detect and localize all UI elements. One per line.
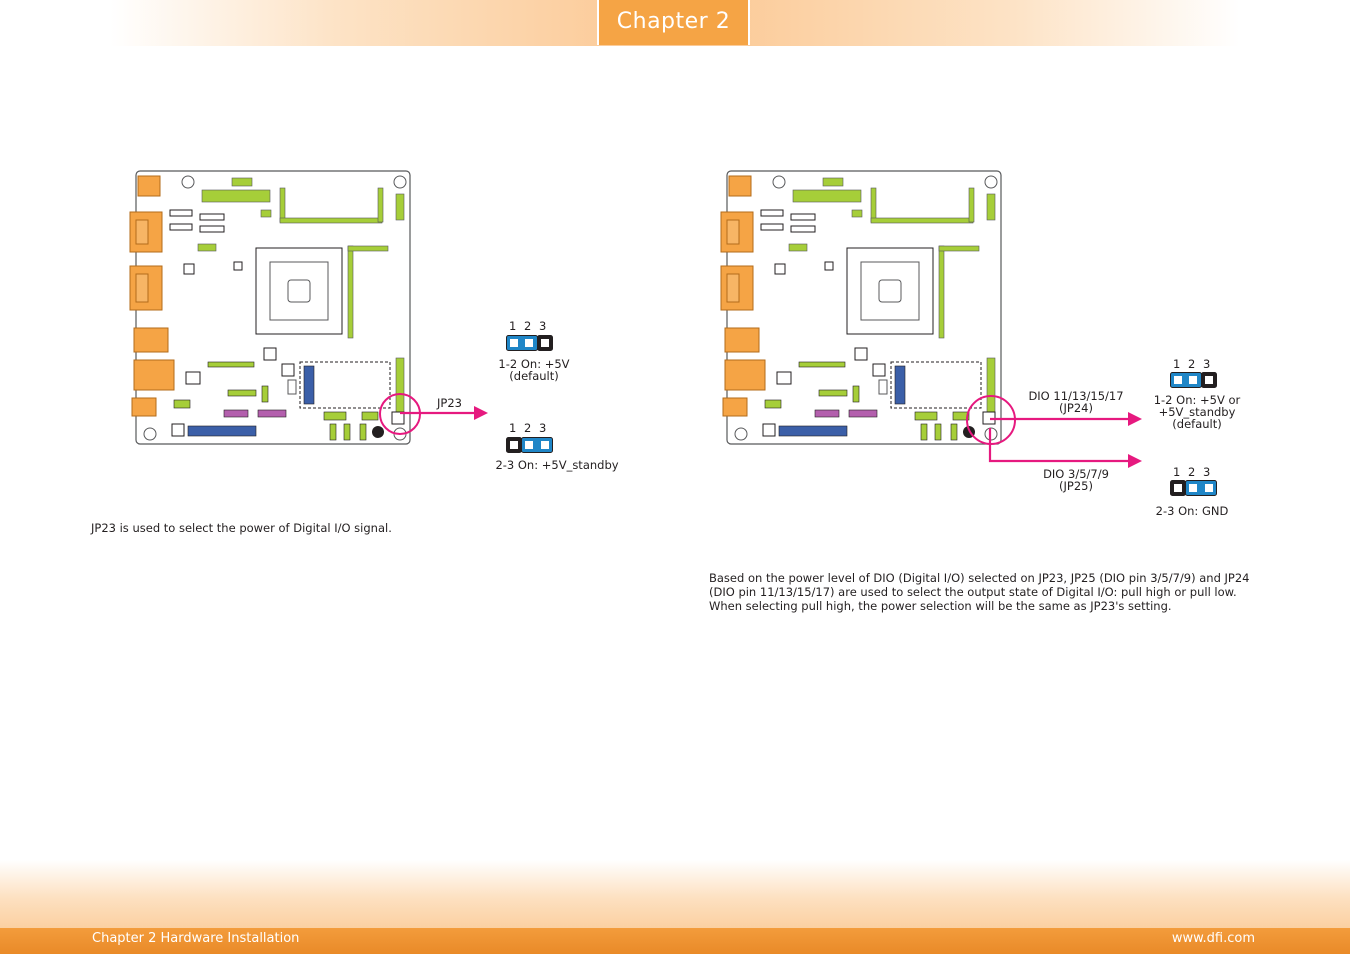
jp24-jp25-description: Based on the power level of DIO (Digital… xyxy=(709,571,1250,613)
callout-arrow-left xyxy=(400,406,488,420)
pin-numbers: 1 2 3 xyxy=(1173,357,1213,371)
jp24-label: DIO 11/13/15/17 (JP24) xyxy=(1028,389,1124,415)
pin-numbers: 1 2 3 xyxy=(509,421,549,435)
connector-label-jp23: JP23 xyxy=(437,396,462,410)
jumper-icon-2-3-on xyxy=(1170,480,1217,496)
jp24-jp25-setting-1: 1-2 On: +5V or +5V_standby (default) xyxy=(1153,393,1241,431)
jp24-jp25-setting-2: 2-3 On: GND xyxy=(1155,504,1229,518)
motherboard-diagram-left xyxy=(129,170,421,445)
chapter-tab[interactable]: Chapter 2 xyxy=(597,0,750,45)
jp23-description: JP23 is used to select the power of Digi… xyxy=(91,521,392,535)
footer-band xyxy=(0,860,1350,930)
callout-arrows-right xyxy=(988,412,1142,468)
jp25-label: DIO 3/5/7/9 (JP25) xyxy=(1043,467,1109,493)
pin-numbers: 1 2 3 xyxy=(1173,465,1213,479)
footer-chapter-title: Chapter 2 Hardware Installation xyxy=(92,931,300,946)
jumper-icon-2-3-on xyxy=(506,437,553,453)
footer-bar xyxy=(0,928,1350,954)
footer-website-link[interactable]: www.dfi.com xyxy=(1171,931,1255,946)
jp23-setting-1: 1-2 On: +5V (default) xyxy=(498,357,570,383)
motherboard-diagram-right xyxy=(720,170,1016,445)
jumper-icon-1-2-on xyxy=(506,335,553,351)
jumper-icon-1-2-on xyxy=(1170,372,1217,388)
pin-numbers: 1 2 3 xyxy=(509,319,549,333)
jp23-setting-2: 2-3 On: +5V_standby xyxy=(495,458,619,472)
